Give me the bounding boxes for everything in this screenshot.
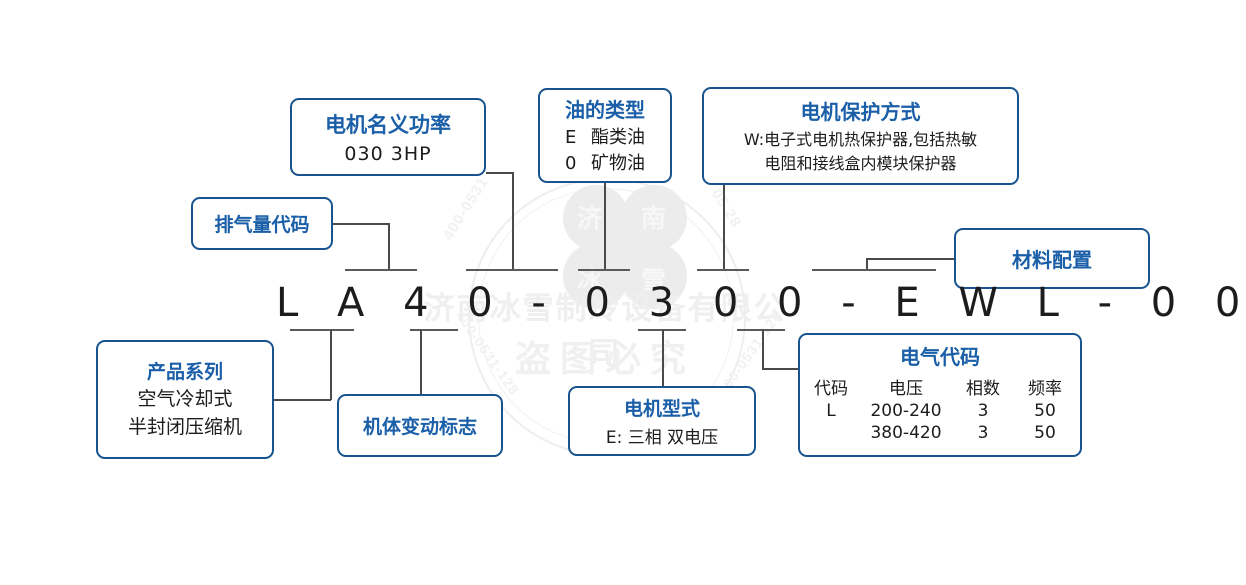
box-motor-type[interactable]: 电机型式 E: 三相 双电压 [568,386,756,456]
connector-displacement-v [388,223,390,270]
box-displacement-title: 排气量代码 [214,214,310,236]
connector-protection-v [723,185,725,270]
connector-oil-v [604,183,606,270]
box-protection-line-2: 电阻和接线盒内模块保护器 [764,154,957,173]
box-electrical-code[interactable]: 电气代码 代码 电压 相数 频率 L 200-240 3 50 [798,333,1082,457]
cell-code [803,422,859,444]
cell-frequency: 50 [1034,423,1056,443]
box-motor-protection[interactable]: 电机保护方式 W:电子式电机热保护器,包括热敏 电阻和接线盒内模块保护器 [702,87,1019,185]
table-row: L 200-240 3 50 [803,400,1077,422]
oil-code: E [565,126,577,148]
overline-segment-l [737,329,785,331]
underline-segment-w [697,269,749,271]
box-series-line-1: 空气冷却式 [137,388,233,411]
model-code-string: L A 4 0 - 0 3 0 0 - E W L - 0 0 0 [276,280,1246,326]
header-voltage: 电压 [889,379,923,399]
overline-segment-la [290,329,354,331]
box-power-value: 030 3HP [344,143,432,165]
underline-segment-oil [578,269,630,271]
table-row: 380-420 3 50 [803,422,1077,444]
connector-electric-v [762,330,764,369]
box-material-title: 材料配置 [1012,248,1092,272]
cell-phases: 3 [977,423,989,443]
box-body-change-mark[interactable]: 机体变动标志 [337,394,503,457]
box-series-line-2: 半封闭压缩机 [127,416,242,438]
connector-electric-h [762,368,800,370]
box-motortype-title: 电机型式 [623,398,700,420]
connector-bodychange-v [420,330,422,395]
box-series-title: 产品系列 [146,361,223,384]
cell-code: L [826,401,836,421]
cell-phases: 3 [977,401,989,421]
box-material-configuration[interactable]: 材料配置 [954,228,1150,289]
connector-material-h [866,258,955,260]
box-displacement-code[interactable]: 排气量代码 [191,197,333,250]
cell-frequency: 50 [1034,401,1056,421]
connector-displacement-h [333,223,389,225]
header-code: 代码 [814,379,848,399]
connector-motortype-v [662,330,664,387]
watermark-logo-char-1: 济 [577,204,603,233]
electrical-code-table: 代码 电压 相数 频率 L 200-240 3 50 380-420 3 50 [803,373,1077,444]
oil-name: 矿物油 [591,153,645,174]
connector-power-v [512,172,514,270]
connector-material-v [866,258,868,270]
underline-segment-03 [466,269,558,271]
watermark-phone-left: 400-0531 [439,173,492,244]
connector-power-h [486,172,513,174]
watermark-phone-right: 05 28 [707,185,745,232]
watermark-logo-char-2: 南 [641,204,667,233]
underline-segment-40 [345,269,417,271]
box-power-title: 电机名义功率 [325,113,451,137]
box-protection-line-1: W:电子式电机热保护器,包括热敏 [743,130,978,149]
box-oil-type[interactable]: 油的类型 E 酯类油 0 矿物油 [538,88,672,183]
box-product-series[interactable]: 产品系列 空气冷却式 半封闭压缩机 [96,340,274,459]
underline-segment-000 [812,269,936,271]
box-protection-title: 电机保护方式 [800,100,921,124]
overline-segment-bodychange [410,329,458,331]
oil-code: 0 [565,153,577,174]
header-frequency: 频率 [1028,379,1062,399]
connector-series-v [330,330,332,400]
cell-voltage: 380-420 [870,423,942,443]
table-header-row: 代码 电压 相数 频率 [803,373,1077,400]
cell-voltage: 200-240 [870,401,942,421]
box-electric-title: 电气代码 [900,345,980,369]
header-phases: 相数 [966,379,1000,399]
connector-series-h [274,399,331,401]
box-bodychange-title: 机体变动标志 [362,416,477,438]
oil-name: 酯类油 [591,126,645,148]
box-oil-title: 油的类型 [565,97,645,122]
box-motortype-value: E: 三相 双电压 [605,428,719,448]
box-motor-nominal-power[interactable]: 电机名义功率 030 3HP [290,98,486,176]
oil-row: E 酯类油 [565,125,645,151]
oil-row: 0 矿物油 [565,151,645,177]
watermark-slogan-text: 盗图必究 [514,339,695,380]
